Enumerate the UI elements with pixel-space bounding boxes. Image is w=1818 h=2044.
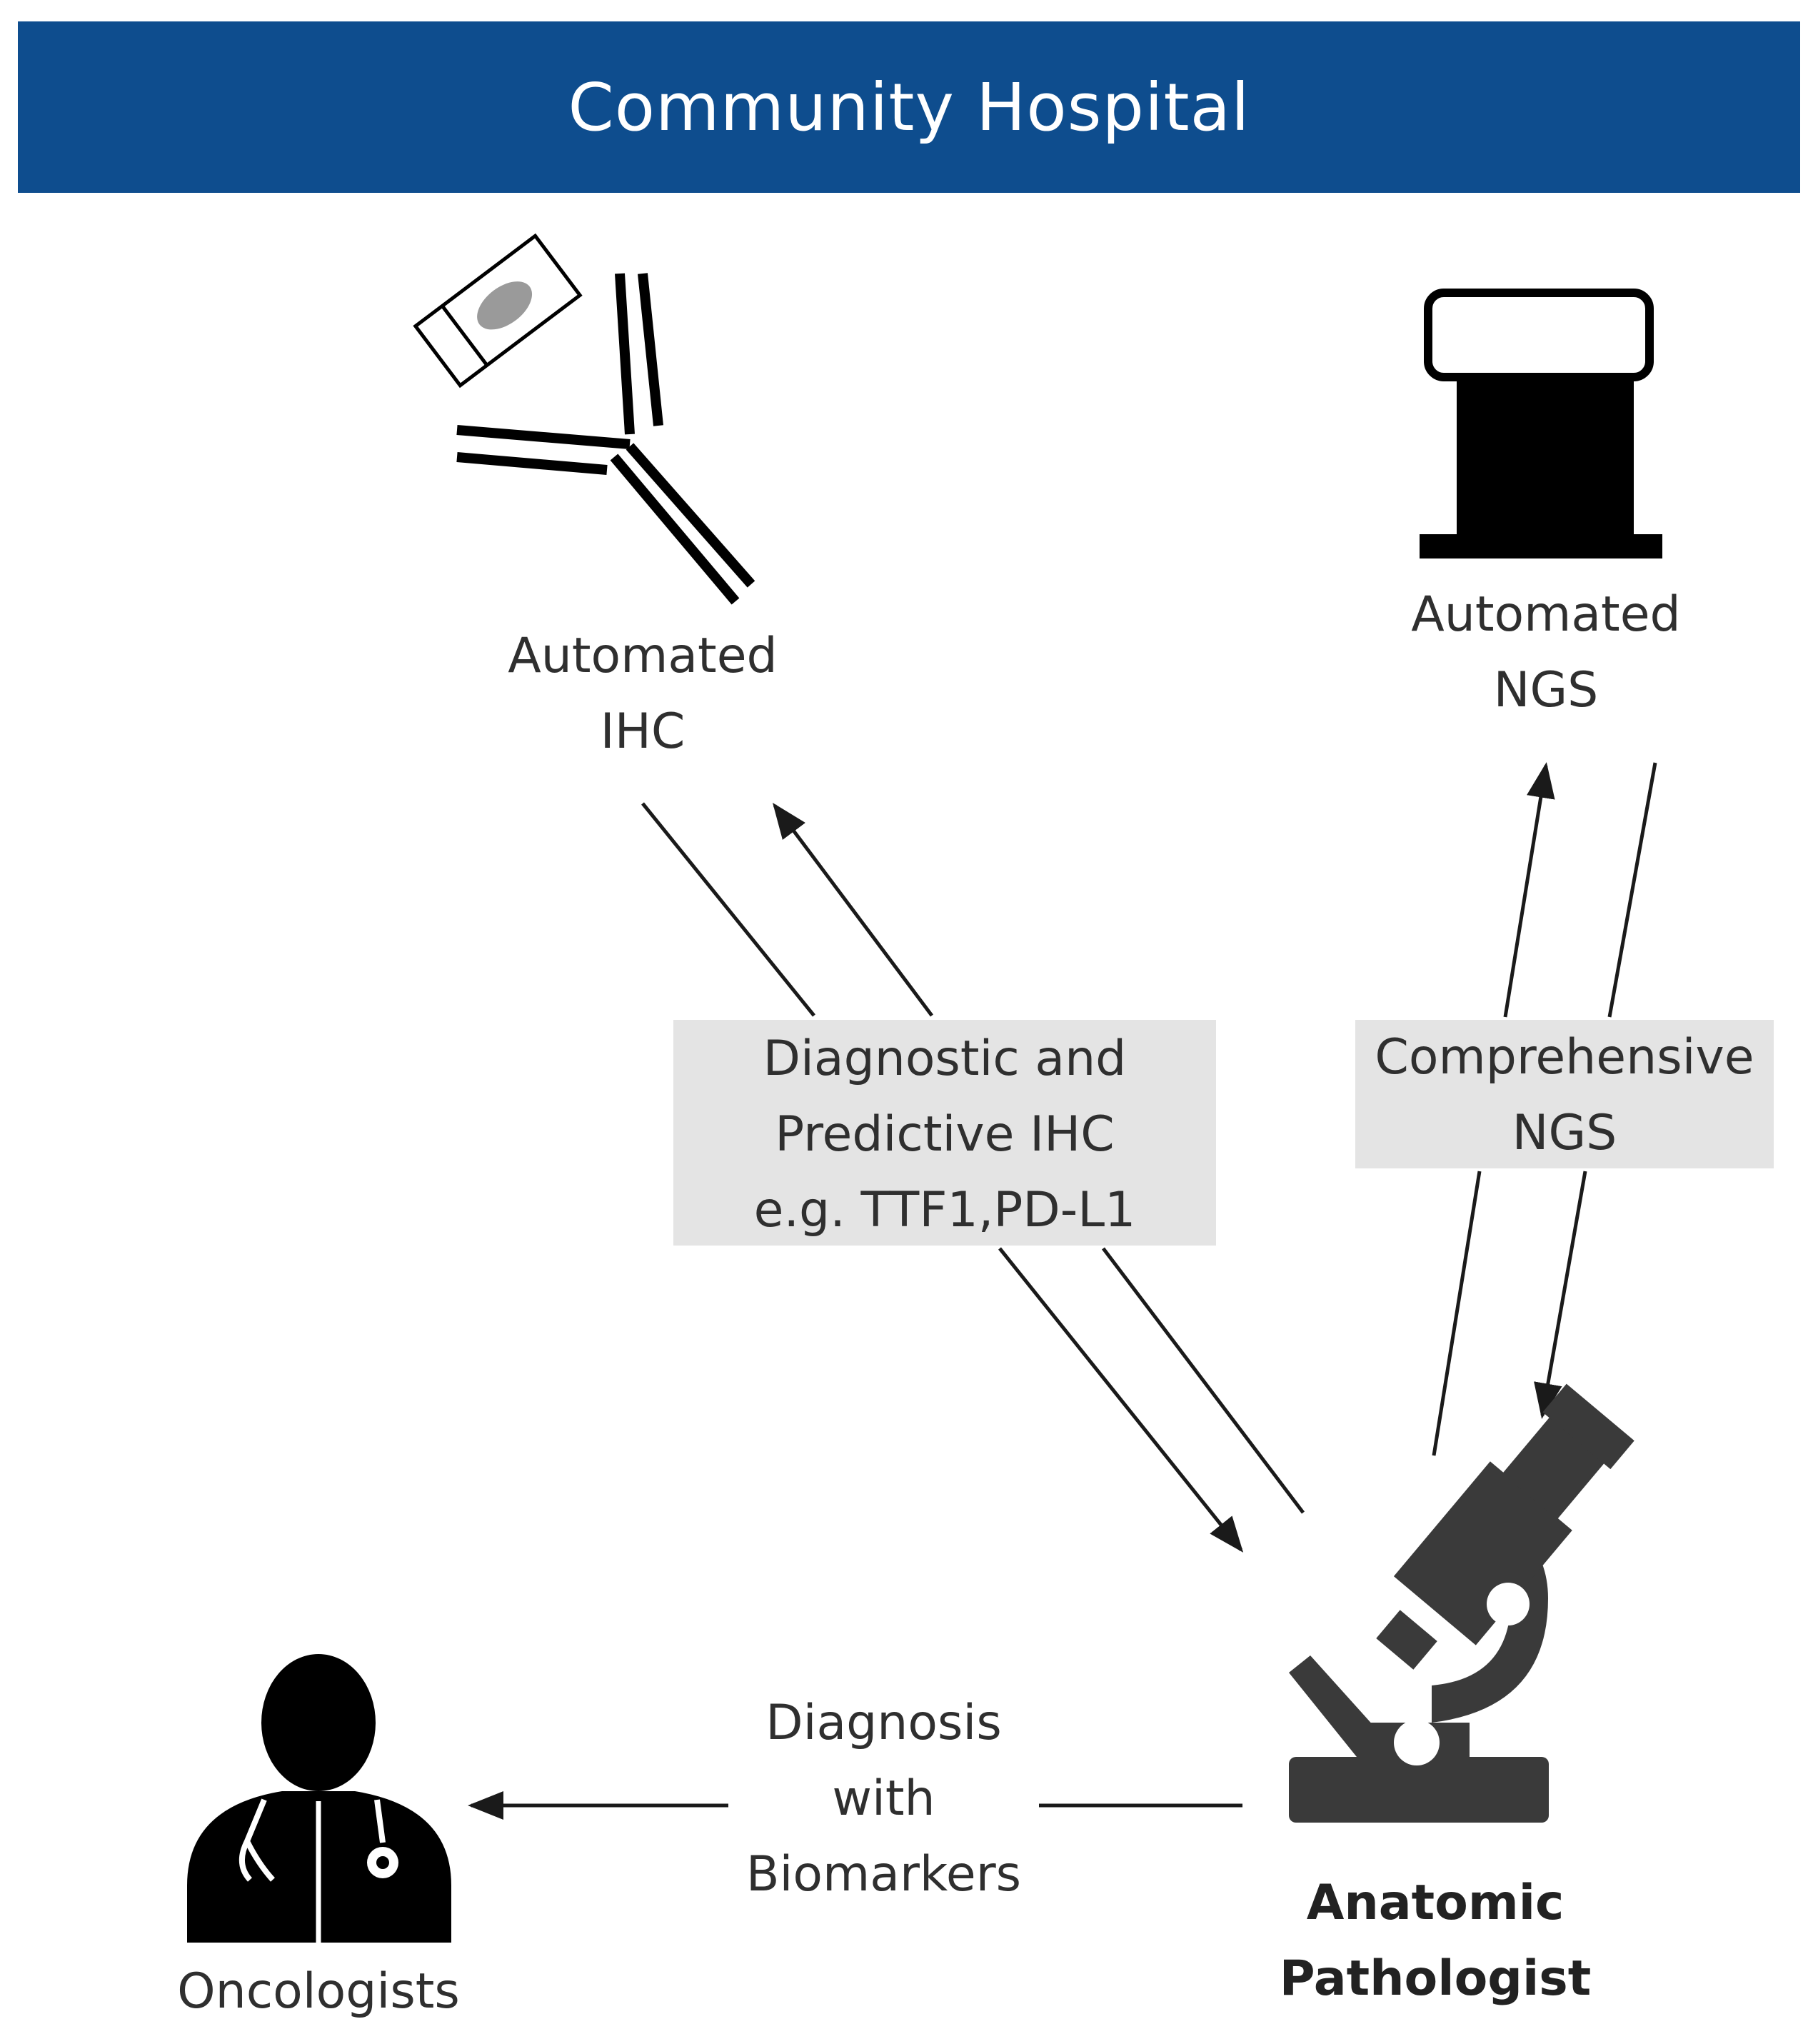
ihc-label-line2: IHC [600,703,685,760]
ngs-edge-line2: NGS [1512,1105,1617,1161]
ngs-to-pathologist-arrow-lower [1534,1171,1587,1419]
slide-icon [413,233,583,389]
pathologist-to-ngs-arrow [1432,1171,1482,1456]
ihc-edge-line3: e.g. TTF1,PD-L1 [753,1182,1136,1238]
ihc-edge-label: Diagnostic and Predictive IHC e.g. TTF1,… [673,1021,1216,1248]
pathologist-to-ihc-arrow-upper [773,802,934,1017]
ihc-arrows [641,802,1305,1553]
antibody-icon [456,273,755,605]
oncology-edge-line1: Diagnosis [765,1695,1002,1751]
ihc-edge-line2: Predictive IHC [775,1106,1115,1163]
ngs-label-line1: Automated [1411,586,1681,643]
microscope-icon [1289,1383,1634,1823]
header-banner: Community Hospital [18,21,1800,193]
ngs-edge-label: Comprehensive NGS [1355,1020,1774,1171]
pathologist-to-ngs-arrow-upper [1503,762,1555,1018]
sequencer-icon [1420,289,1662,558]
ihc-label-line1: Automated [508,628,778,684]
ngs-node-label: Automated NGS [1360,577,1732,728]
doctor-icon [187,1654,451,1943]
pathologist-to-ihc-arrow [1102,1247,1305,1514]
oncology-edge-label: Diagnosis with Biomarkers [728,1685,1039,1913]
ihc-edge-label-box [673,1020,1216,1246]
oncology-edge-line2: with [832,1770,935,1827]
ihc-to-pathologist-arrow-lower [998,1247,1244,1553]
ihc-edge-line1: Diagnostic and [763,1031,1127,1087]
oncologists-label: Oncologists [177,1963,460,2020]
ngs-edge-label-box [1355,1020,1774,1168]
ngs-label-line2: NGS [1493,662,1599,718]
ngs-arrows [1432,762,1657,1456]
ngs-to-pathologist-arrow [1607,762,1657,1018]
oncologists-node-label: Oncologists [140,1954,497,2030]
page-title: Community Hospital [568,69,1250,146]
ngs-edge-line1: Comprehensive [1375,1029,1754,1086]
pathologist-label-line2: Pathologist [1279,1950,1592,2007]
ihc-node-label: Automated IHC [457,618,828,770]
pathologist-node-label: Anatomic Pathologist [1242,1865,1628,2017]
ihc-to-pathologist-arrow [641,802,815,1017]
oncology-edge-line3: Biomarkers [745,1846,1022,1903]
pathologist-label-line1: Anatomic [1306,1875,1565,1931]
